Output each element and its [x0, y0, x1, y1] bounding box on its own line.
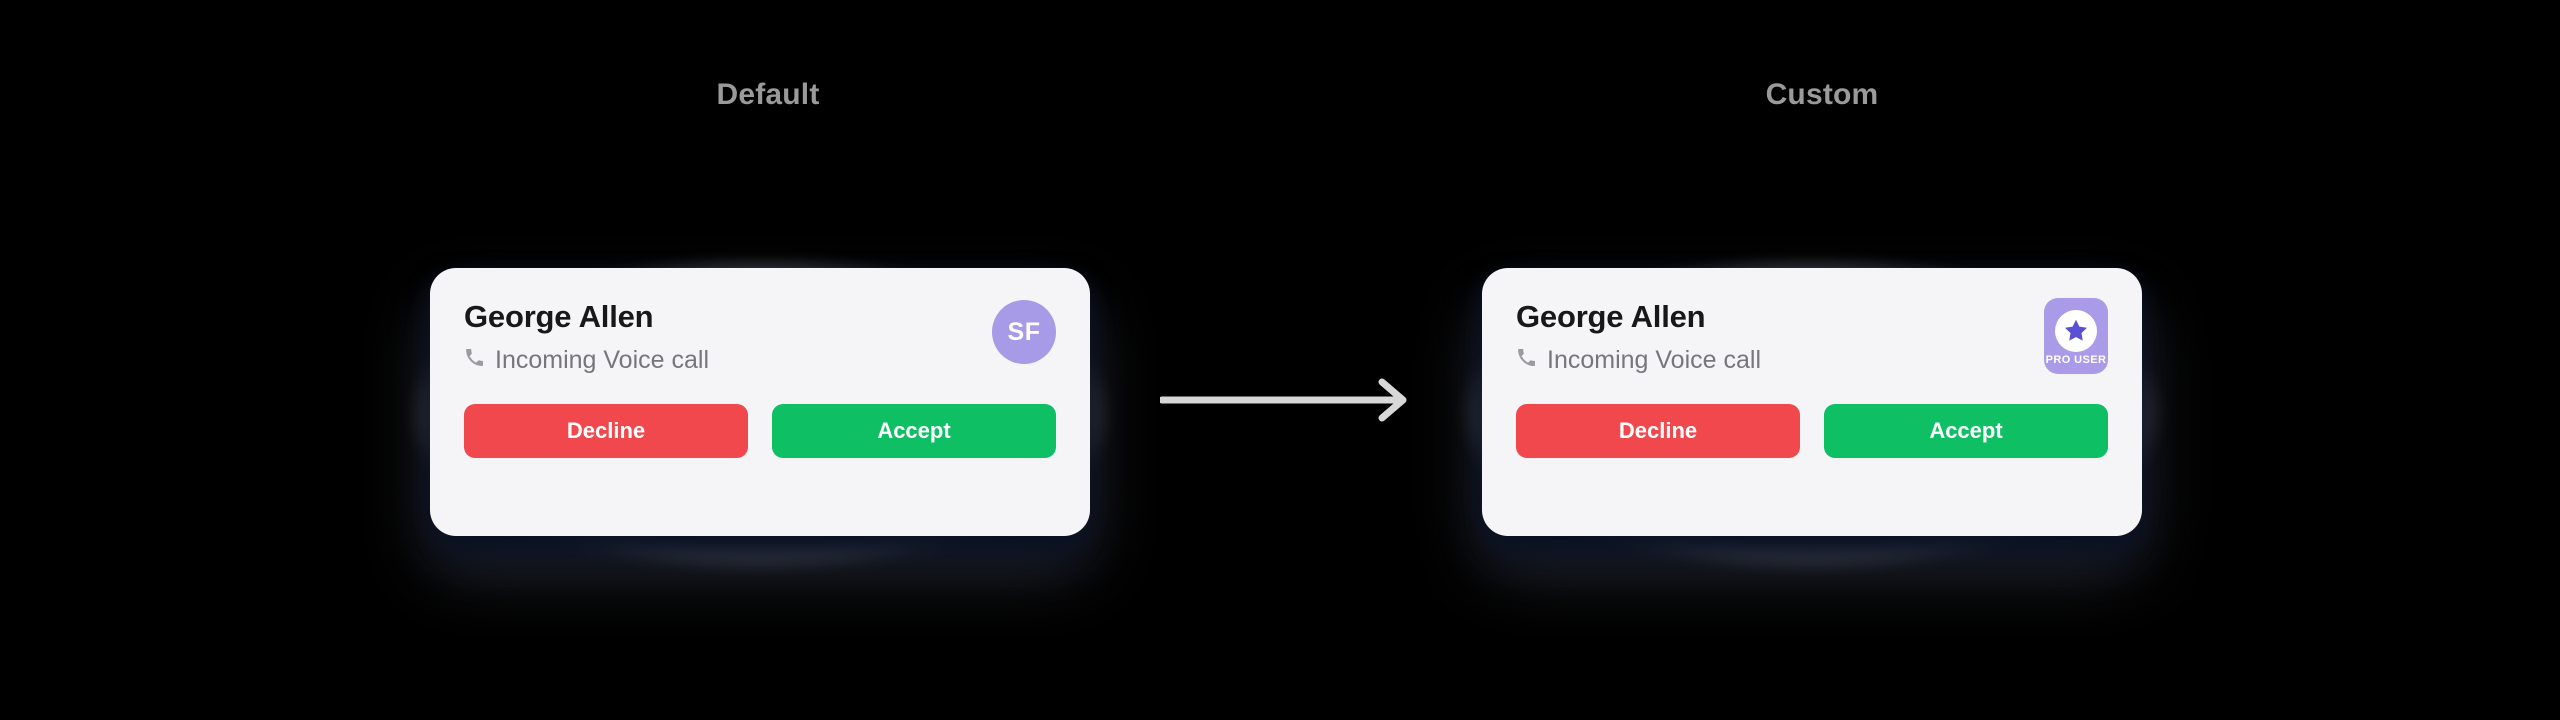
decline-button[interactable]: Decline — [1516, 404, 1800, 458]
custom-call-card-wrapper: George Allen Incoming Voice call — [1460, 258, 2164, 570]
default-call-card-wrapper: George Allen Incoming Voice call SF Decl… — [408, 258, 1112, 570]
call-actions: Decline Accept — [1516, 404, 2108, 458]
star-badge-disc — [2055, 309, 2097, 352]
phone-call-icon — [464, 347, 486, 374]
accept-button[interactable]: Accept — [772, 403, 1056, 458]
caller-info: George Allen Incoming Voice call — [464, 298, 709, 374]
incoming-call-card-custom: George Allen Incoming Voice call — [1482, 268, 2142, 536]
accept-button[interactable]: Accept — [1824, 404, 2108, 458]
avatar: SF — [992, 300, 1056, 364]
decline-button[interactable]: Decline — [464, 403, 748, 458]
star-icon — [2065, 319, 2087, 341]
arrow-right-icon — [1158, 378, 1412, 422]
caller-info: George Allen Incoming Voice call — [1516, 298, 1761, 374]
column-label-custom: Custom — [1765, 78, 1879, 111]
column-label-default: Default — [716, 78, 820, 111]
card-header-row: George Allen Incoming Voice call SF — [464, 298, 1056, 374]
call-status-row: Incoming Voice call — [464, 347, 709, 374]
caller-name: George Allen — [1516, 299, 1706, 334]
phone-call-icon — [1516, 347, 1538, 374]
pro-user-label: PRO USER — [2045, 353, 2107, 366]
call-actions: Decline Accept — [464, 403, 1056, 458]
call-status-text: Incoming Voice call — [1547, 345, 1762, 374]
caller-name: George Allen — [464, 299, 654, 334]
card-header-row: George Allen Incoming Voice call — [1516, 298, 2108, 374]
call-status-text: Incoming Voice call — [495, 345, 710, 374]
pro-user-badge: PRO USER — [2044, 298, 2108, 374]
incoming-call-card-default: George Allen Incoming Voice call SF Decl… — [430, 268, 1090, 536]
call-status-row: Incoming Voice call — [1516, 347, 1761, 374]
